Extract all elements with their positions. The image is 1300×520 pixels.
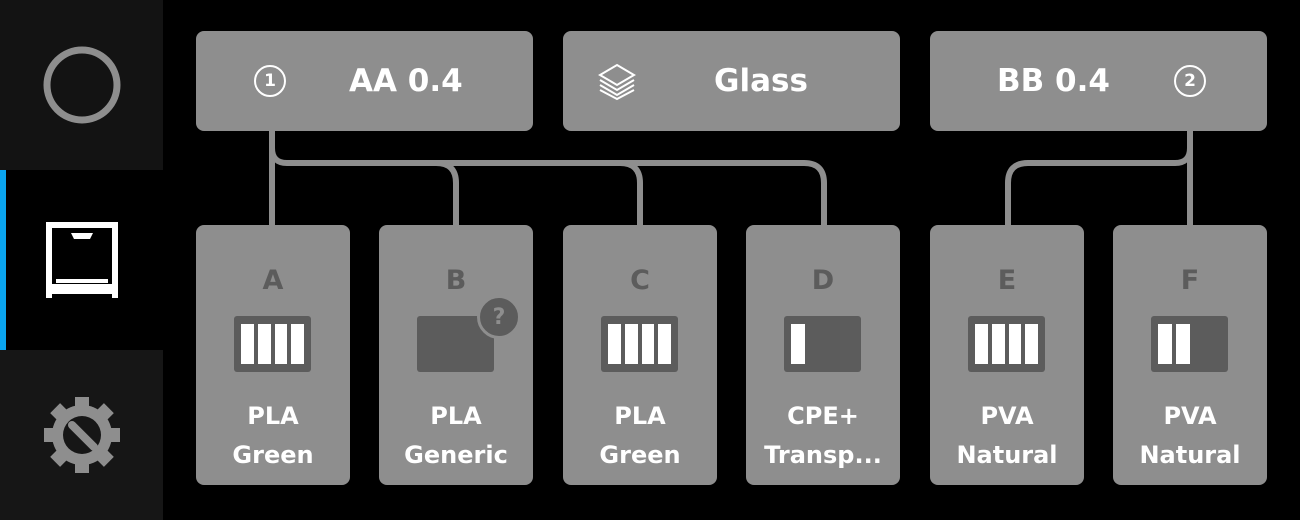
spool-fill-bar	[624, 324, 638, 364]
spool-fill-bar	[274, 324, 288, 364]
spool-level-icon	[784, 316, 861, 372]
spool-fill-bar	[1176, 324, 1190, 364]
slot-letter: A	[262, 265, 284, 296]
spool-fill-bar	[608, 324, 621, 364]
slot-letter: B	[445, 265, 467, 296]
material-type: PVA	[980, 402, 1034, 430]
material-slot-a[interactable]: A PLA Green	[196, 225, 350, 485]
printer-icon	[45, 222, 118, 298]
spool-fill-bar	[257, 324, 271, 364]
material-color: Generic	[404, 441, 508, 469]
material-slot-e[interactable]: E PVA Natural	[930, 225, 1084, 485]
sidebar-item-maintenance[interactable]	[0, 350, 163, 520]
material-color: Natural	[1139, 441, 1241, 469]
spool-fill-bar	[791, 324, 805, 364]
sidebar-item-printer[interactable]	[0, 170, 163, 350]
spool-level-icon	[601, 316, 678, 372]
material-color: Natural	[956, 441, 1058, 469]
buildplate-button[interactable]: Glass	[563, 31, 900, 131]
spool-fill-bar	[1025, 324, 1038, 364]
extruder-number-badge: 1	[254, 65, 286, 97]
slot-letter: C	[630, 265, 650, 296]
layers-icon	[598, 63, 636, 101]
extruder-2-label: BB 0.4	[997, 63, 1110, 99]
spool-fill-bar	[291, 324, 304, 364]
material-type: CPE+	[787, 402, 859, 430]
spool-fill-bar	[1158, 324, 1172, 364]
material-color: Transp...	[764, 441, 882, 469]
spool-fill-bar	[641, 324, 655, 364]
spool-fill-bar	[658, 324, 671, 364]
material-type: PLA	[430, 402, 482, 430]
slot-letter: F	[1180, 265, 1200, 296]
extruder-1-label: AA 0.4	[349, 63, 463, 99]
extruder-number-badge: 2	[1174, 65, 1206, 97]
slot-letter: E	[997, 265, 1017, 296]
spool-fill-bar	[241, 324, 254, 364]
material-slot-b[interactable]: B ? PLA Generic	[379, 225, 533, 485]
material-slot-f[interactable]: F PVA Natural	[1113, 225, 1267, 485]
slot-letter: D	[811, 265, 835, 296]
spool-level-icon	[968, 316, 1045, 372]
gear-wrench-icon	[43, 397, 120, 473]
spool-fill-bar	[975, 324, 988, 364]
buildplate-label: Glass	[714, 63, 808, 99]
material-type: PLA	[614, 402, 666, 430]
spool-level-icon	[234, 316, 311, 372]
spool-fill-bar	[1008, 324, 1022, 364]
extruder-1-button[interactable]: 1 AA 0.4	[196, 31, 533, 131]
spool-fill-bar	[991, 324, 1005, 364]
material-type: PVA	[1163, 402, 1217, 430]
material-slot-d[interactable]: D CPE+ Transp...	[746, 225, 900, 485]
material-slot-c[interactable]: C PLA Green	[563, 225, 717, 485]
material-color: Green	[232, 441, 314, 469]
material-color: Green	[599, 441, 681, 469]
sidebar-item-status[interactable]	[0, 0, 163, 170]
circle-icon	[43, 46, 120, 124]
active-indicator	[0, 170, 6, 350]
spool-level-icon	[1151, 316, 1228, 372]
unknown-material-icon: ?	[477, 295, 521, 339]
material-type: PLA	[247, 402, 299, 430]
extruder-2-button[interactable]: BB 0.4 2	[930, 31, 1267, 131]
